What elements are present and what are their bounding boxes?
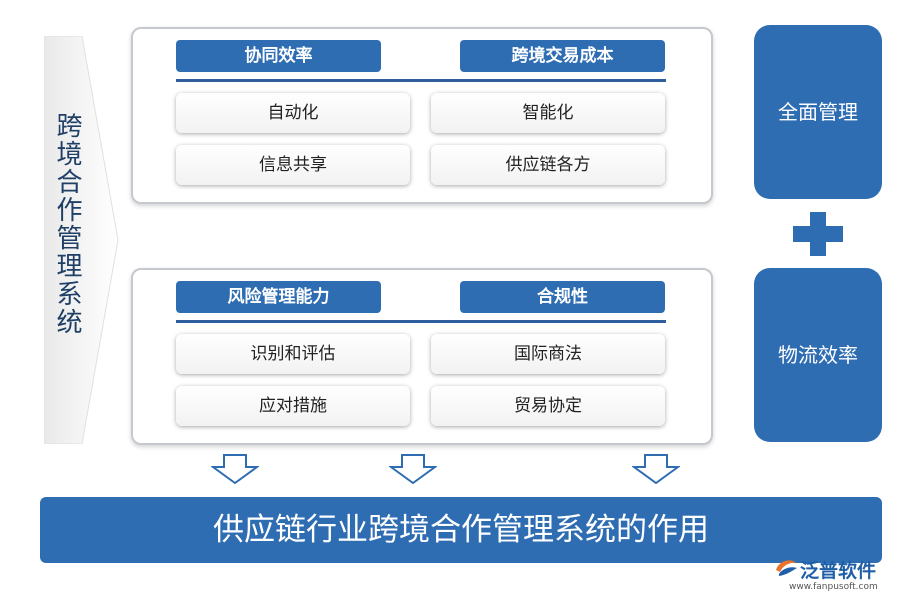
- plus-icon: [793, 212, 843, 256]
- bottom-panel: 风险管理能力 合规性 识别和评估 国际商法 应对措施 贸易协定: [131, 268, 713, 445]
- left-arrow-shape: [44, 36, 119, 444]
- header-cross-border-transaction-cost: 跨境交易成本: [460, 40, 665, 72]
- logo: 泛普软件 www.fanpusoft.com: [773, 556, 897, 598]
- cell-identify-assess: 识别和评估: [176, 334, 410, 374]
- header-risk-management: 风险管理能力: [176, 281, 381, 313]
- down-arrow-icon: [632, 454, 680, 484]
- cell-trade-agreements: 贸易协定: [431, 386, 665, 426]
- header-compliance: 合规性: [460, 281, 665, 313]
- cell-intelligence: 智能化: [431, 93, 665, 133]
- top-panel: 协同效率 跨境交易成本 自动化 智能化 信息共享 供应链各方: [131, 27, 713, 204]
- logo-url: www.fanpusoft.com: [789, 582, 878, 592]
- box-comprehensive-management: 全面管理: [754, 25, 882, 199]
- header-collaboration-efficiency: 协同效率: [176, 40, 381, 72]
- divider: [176, 320, 666, 323]
- down-arrow-icon: [389, 454, 437, 484]
- banner-title: 供应链行业跨境合作管理系统的作用: [40, 497, 882, 563]
- cell-automation: 自动化: [176, 93, 410, 133]
- left-arrow: 跨境合作管理系统: [44, 36, 120, 444]
- down-arrow-icon: [211, 454, 259, 484]
- box-logistics-efficiency: 物流效率: [754, 268, 882, 442]
- cell-international-commercial-law: 国际商法: [431, 334, 665, 374]
- logo-name: 泛普软件: [800, 560, 877, 582]
- divider: [176, 79, 666, 82]
- cell-response-measures: 应对措施: [176, 386, 410, 426]
- cell-information-sharing: 信息共享: [176, 145, 410, 185]
- cell-supply-chain-parties: 供应链各方: [431, 145, 665, 185]
- logo-mark-icon: [776, 560, 797, 576]
- left-title: 跨境合作管理系统: [52, 112, 82, 336]
